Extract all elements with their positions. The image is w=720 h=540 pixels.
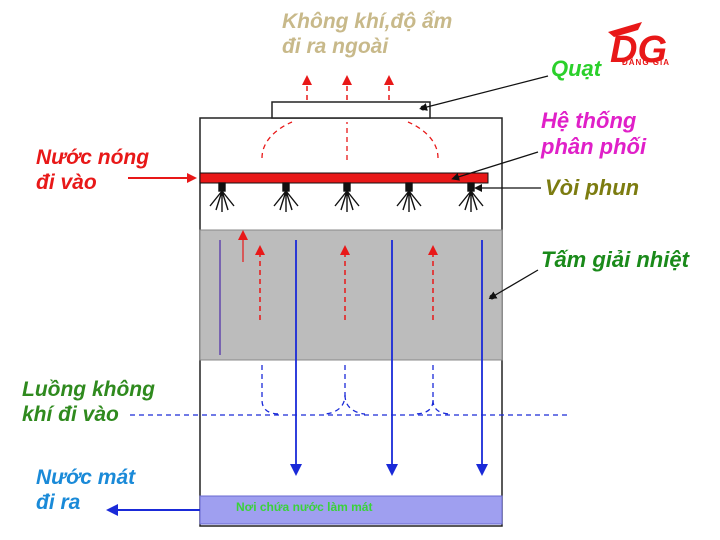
air-path-upper: [261, 121, 439, 160]
label-hot-water-in: Nước nóng đi vào: [36, 146, 149, 196]
label-air-in-line-1: Luồng không: [22, 378, 155, 401]
label-fan: Quạt: [551, 56, 602, 81]
distribution-pipe: [199, 172, 489, 184]
label-distribution-line-2: phân phối: [541, 133, 647, 159]
spray-nozzles: [209, 182, 484, 212]
nozzle-5: [458, 182, 484, 212]
label-exhaust-line-1: Không khí,độ ẩm: [282, 10, 453, 33]
label-distribution-line-1: Hệ thống: [541, 108, 637, 133]
label-exhaust-air: Không khí,độ ẩm đi ra ngoài: [282, 10, 452, 60]
nozzle-4: [396, 182, 422, 212]
label-distribution-system: Hệ thống phân phối: [541, 108, 646, 160]
label-cool-water-out: Nước mát đi ra: [36, 466, 135, 516]
water-basin: [199, 495, 503, 525]
logo-text: ĐĂNG GIA: [622, 58, 670, 67]
leader-dot-fan: [420, 105, 426, 111]
label-spray-nozzle: Vòi phun: [545, 175, 640, 200]
label-air-in-line-2: khí đi vào: [22, 402, 119, 426]
label-air-in: Luồng không khí đi vào: [22, 378, 155, 428]
label-hot-water-line-1: Nước nóng: [36, 146, 150, 169]
label-cool-water-line-2: đi ra: [36, 490, 81, 514]
fan-housing: [271, 101, 431, 119]
label-cool-water-line-1: Nước mát: [36, 466, 136, 489]
water-falling-arrows: [290, 240, 488, 476]
fill-water-lines: [219, 230, 248, 355]
label-hot-water-line-2: đi vào: [36, 170, 97, 194]
incoming-air-paths: [130, 365, 570, 416]
air-rising-arrows: [255, 245, 438, 320]
leader-dot-fill: [489, 294, 495, 300]
label-exhaust-line-2: đi ra ngoài: [282, 34, 389, 58]
nozzle-3: [334, 182, 360, 212]
leader-lines: [419, 75, 549, 300]
logo-mark: DG: [610, 29, 667, 71]
nozzle-1: [209, 182, 235, 212]
nozzle-2: [273, 182, 299, 212]
label-fill-media: Tấm giải nhiệt: [541, 247, 689, 272]
dang-gia-logo: DG: [608, 22, 667, 71]
fill-block: [199, 229, 503, 361]
exhaust-air-arrows: [302, 75, 394, 100]
label-basin: Nơi chứa nước làm mát: [236, 500, 373, 514]
